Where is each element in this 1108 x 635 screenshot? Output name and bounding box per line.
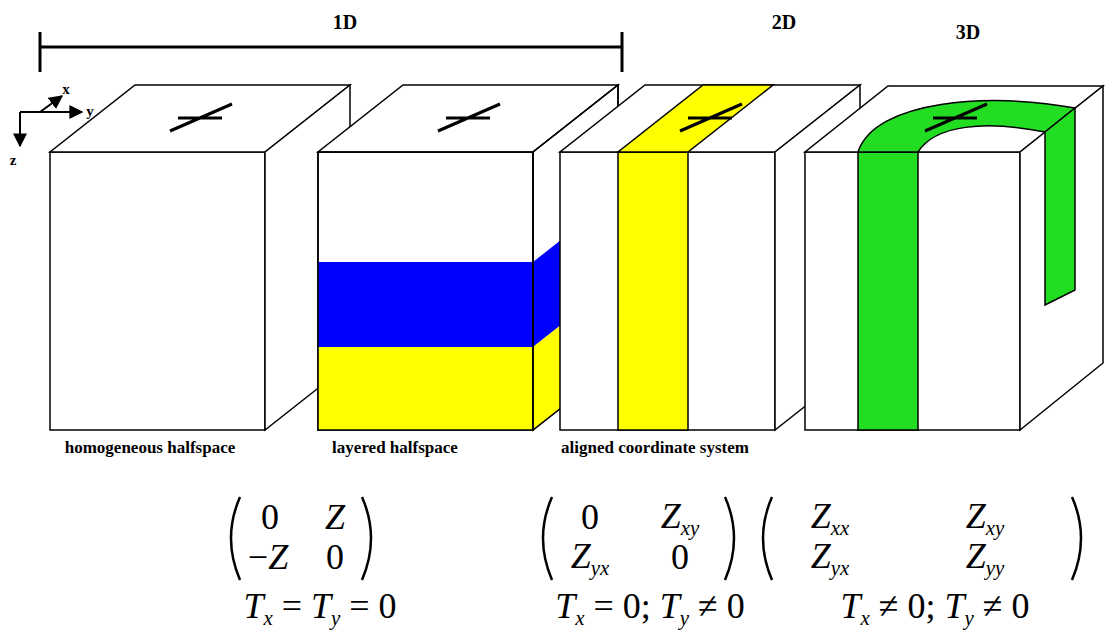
math-symbol: Z	[966, 496, 986, 536]
math-symbol: T	[660, 586, 680, 626]
matrix-cell: −Z	[248, 537, 288, 578]
homogeneous-block	[50, 85, 350, 430]
math-text: ≠ 0	[689, 586, 745, 626]
math-text: 0	[671, 537, 689, 577]
math-text: =	[273, 586, 311, 626]
matrix-cell: Zyx	[811, 536, 850, 580]
tipper-equation: Tx = Ty = 0	[243, 586, 396, 630]
math-symbol: Z	[325, 497, 345, 537]
axis-label: x	[62, 81, 70, 98]
math-text: 0	[261, 497, 279, 537]
math-subscript: x	[263, 606, 272, 630]
math-subscript: xy	[681, 516, 700, 540]
matrix-cell: 0	[581, 497, 599, 538]
math-symbol: Z	[811, 496, 831, 536]
axis-label: z	[10, 152, 17, 169]
math-subscript: yx	[831, 556, 850, 580]
math-subscript: y	[965, 606, 974, 630]
math-symbol: Z	[268, 537, 288, 577]
model-caption: homogeneous halfspace	[65, 438, 235, 458]
matrix-cell: 0	[261, 497, 279, 538]
matrix-cell: 0	[671, 537, 689, 578]
matrix-cell: Zxx	[811, 496, 850, 540]
math-symbol: Z	[966, 536, 986, 576]
math-text: ≠ 0	[974, 586, 1030, 626]
math-subscript: y	[680, 606, 689, 630]
math-subscript: xx	[831, 516, 850, 540]
math-symbol: T	[840, 586, 860, 626]
dimension-label: 3D	[956, 21, 980, 44]
math-subscript: yy	[986, 556, 1005, 580]
model-caption: aligned coordinate system	[555, 438, 755, 458]
dimension-label: 1D	[333, 11, 357, 34]
math-text: −	[248, 537, 268, 577]
math-text: = 0	[340, 586, 396, 626]
math-symbol: T	[311, 586, 331, 626]
dimension-label: 2D	[772, 11, 796, 34]
matrix-cell: Zxy	[661, 496, 700, 540]
tipper-equation: Tx = 0; Ty ≠ 0	[555, 586, 745, 630]
math-subscript: yx	[591, 556, 610, 580]
math-text: 0	[326, 537, 344, 577]
math-symbol: T	[945, 586, 965, 626]
3d-block	[805, 86, 1103, 430]
math-symbol: Z	[571, 536, 591, 576]
tipper-equation: Tx ≠ 0; Ty ≠ 0	[840, 586, 1029, 630]
model-caption: layered halfspace	[332, 438, 458, 458]
math-symbol: T	[555, 586, 575, 626]
matrix-cell: Z	[325, 497, 345, 538]
matrix-cell: Zyy	[966, 536, 1005, 580]
math-subscript: x	[575, 606, 584, 630]
math-subscript: y	[331, 606, 340, 630]
dimension-bracket	[40, 32, 622, 72]
math-text: 0	[581, 497, 599, 537]
matrix-cell: Zyx	[571, 536, 610, 580]
math-symbol: T	[243, 586, 263, 626]
math-text: ≠ 0;	[870, 586, 945, 626]
math-symbol: Z	[811, 536, 831, 576]
matrix-cell: 0	[326, 537, 344, 578]
math-text: = 0;	[584, 586, 659, 626]
math-subscript: xy	[986, 516, 1005, 540]
axis-label: y	[86, 103, 94, 120]
matrix-brackets	[231, 497, 1081, 580]
math-subscript: x	[860, 606, 869, 630]
math-symbol: Z	[661, 496, 681, 536]
matrix-cell: Zxy	[966, 496, 1005, 540]
